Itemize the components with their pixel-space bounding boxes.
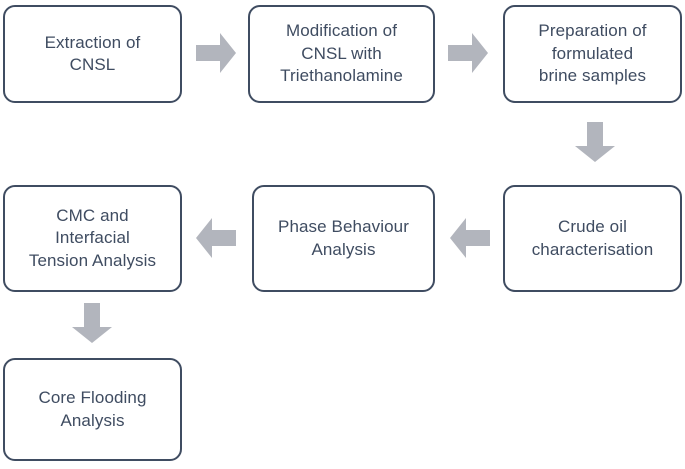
flow-node-core-flooding-analysis[interactable]: Core Flooding Analysis	[3, 358, 182, 461]
arrow-down-icon	[72, 303, 112, 343]
arrow-right-icon	[448, 33, 488, 73]
flow-node-extraction-of-cnsl[interactable]: Extraction of CNSL	[3, 5, 182, 103]
flow-node-modification-of-cnsl-with-triethanolamine[interactable]: Modification of CNSL with Triethanolamin…	[248, 5, 435, 103]
arrow-down-icon	[575, 122, 615, 162]
arrow-left-icon	[450, 218, 490, 258]
flow-node-preparation-of-formulated-brine-samples[interactable]: Preparation of formulated brine samples	[503, 5, 682, 103]
flow-node-phase-behaviour-analysis[interactable]: Phase Behaviour Analysis	[252, 185, 435, 292]
arrow-right-icon	[196, 33, 236, 73]
flow-node-crude-oil-characterisation[interactable]: Crude oil characterisation	[503, 185, 682, 292]
flow-node-cmc-and-interfacial-tension-analysis[interactable]: CMC and Interfacial Tension Analysis	[3, 185, 182, 292]
arrow-left-icon	[196, 218, 236, 258]
